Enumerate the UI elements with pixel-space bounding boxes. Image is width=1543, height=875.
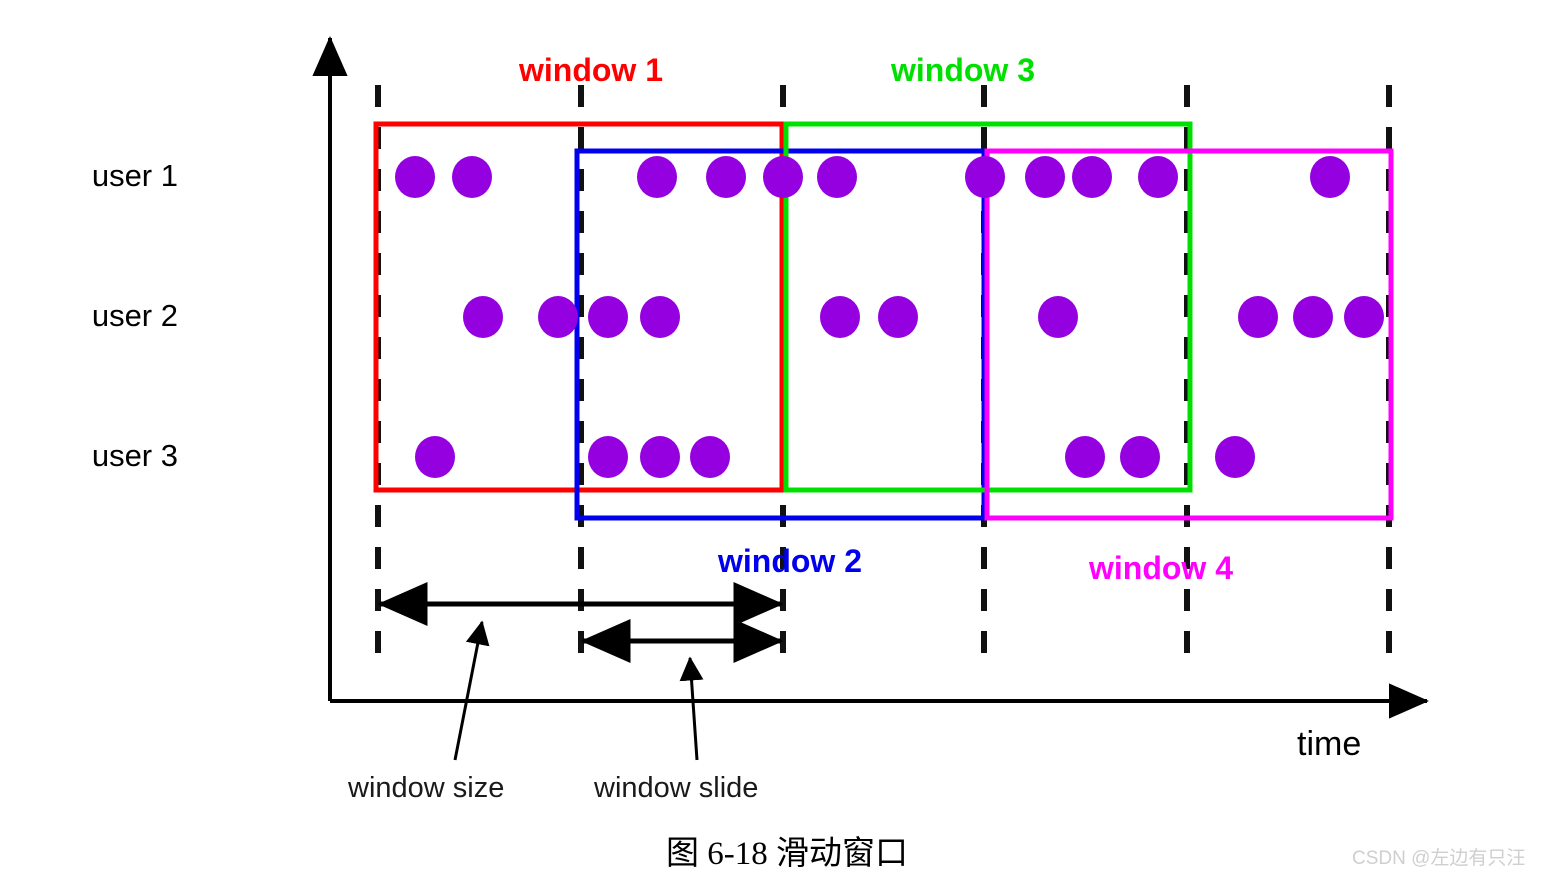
- event-dot-user-3-2: [588, 436, 628, 478]
- window-rectangles: [373, 121, 1394, 521]
- event-dot-user-3-3: [640, 436, 680, 478]
- csdn-watermark: CSDN @左边有只汪: [1352, 848, 1526, 869]
- event-dot-user-1-2: [452, 156, 492, 198]
- event-dot-user-3-7: [1215, 436, 1255, 478]
- event-dot-user-1-5: [763, 156, 803, 198]
- row-label-user-1: user 1: [91, 158, 178, 193]
- window-slide-pointer-arrow: [679, 656, 704, 761]
- event-dot-user-2-9: [1293, 296, 1333, 338]
- event-dot-user-1-3: [637, 156, 677, 198]
- event-dot-user-1-7: [965, 156, 1005, 198]
- window-2-label: window 2: [718, 543, 862, 579]
- event-dot-user-2-4: [640, 296, 680, 338]
- event-dot-user-2-8: [1238, 296, 1278, 338]
- event-dot-user-3-5: [1065, 436, 1105, 478]
- window-size-label: window size: [348, 772, 505, 804]
- axis-group: [312, 36, 1429, 719]
- event-dot-user-2-6: [878, 296, 918, 338]
- event-dot-user-1-10: [1138, 156, 1178, 198]
- time-axis-label: time: [1297, 725, 1362, 763]
- event-dot-user-2-10: [1344, 296, 1384, 338]
- event-dot-user-1-6: [817, 156, 857, 198]
- event-dot-user-1-8: [1025, 156, 1065, 198]
- figure-caption: 图 6-18 滑动窗口: [666, 836, 908, 872]
- annotation-arrows: [377, 582, 784, 761]
- event-dot-user-1-9: [1072, 156, 1112, 198]
- row-label-user-2: user 2: [91, 298, 178, 333]
- event-dot-user-2-3: [588, 296, 628, 338]
- window-3-label: window 3: [891, 52, 1035, 88]
- event-dot-user-2-2: [538, 296, 578, 338]
- window-slide-label: window slide: [594, 772, 759, 804]
- window-rect-4: [984, 148, 1394, 521]
- window-rect-2: [574, 148, 987, 521]
- window-4-label: window 4: [1089, 550, 1233, 586]
- event-dot-user-3-4: [690, 436, 730, 478]
- event-dots: [395, 156, 1384, 478]
- event-dot-user-2-7: [1038, 296, 1078, 338]
- window-1-label: window 1: [519, 52, 663, 88]
- event-dot-user-2-1: [463, 296, 503, 338]
- event-dot-user-2-5: [820, 296, 860, 338]
- event-dot-user-1-11: [1310, 156, 1350, 198]
- row-label-user-3: user 3: [91, 438, 178, 473]
- time-gridlines: [375, 85, 1392, 665]
- event-dot-user-3-6: [1120, 436, 1160, 478]
- window-size-pointer-arrow: [453, 620, 490, 761]
- event-dot-user-1-4: [706, 156, 746, 198]
- event-dot-user-3-1: [415, 436, 455, 478]
- event-dot-user-1-1: [395, 156, 435, 198]
